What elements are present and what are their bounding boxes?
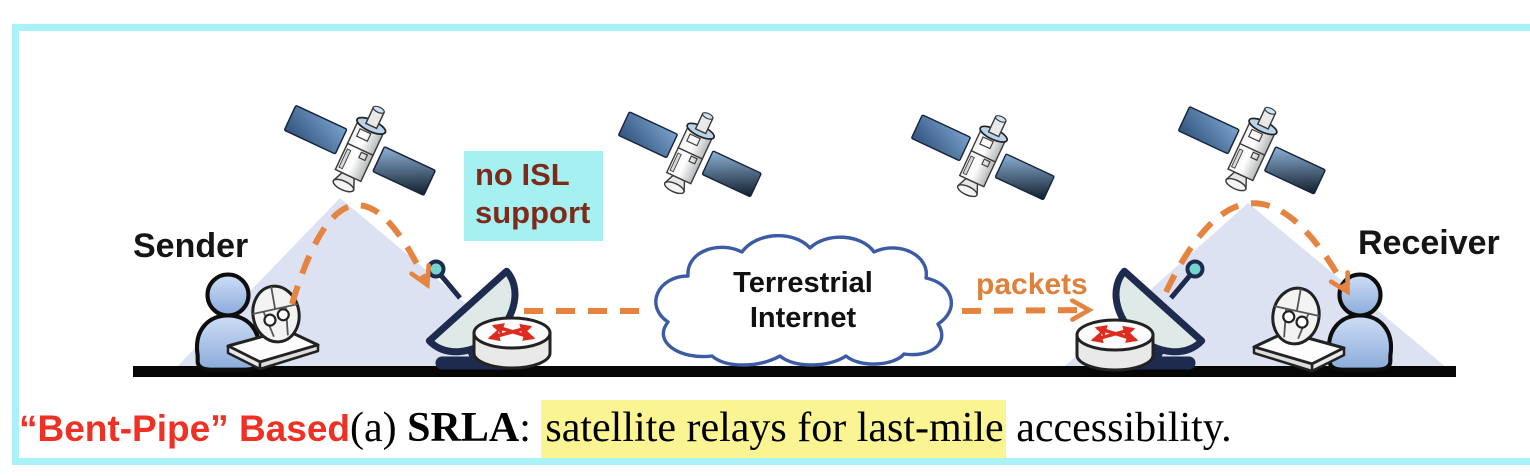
internet-cloud (654, 234, 954, 367)
figure-caption: “Bent-Pipe” Based(a) SRLA: satellite rel… (19, 400, 1232, 460)
no-isl-callout: no ISL support (464, 151, 604, 241)
uplink-downlink-arrow-right (1163, 200, 1346, 292)
caption-tail: accessibility. (1005, 405, 1232, 451)
sender-label: Sender (133, 227, 249, 265)
caption-separator: : (519, 405, 542, 451)
router-icon (1077, 320, 1153, 370)
router-icon (474, 318, 550, 368)
satellite-icon (898, 85, 1069, 227)
caption-bent-pipe-tag: “Bent-Pipe” Based (19, 408, 351, 449)
packets-arrow (961, 310, 1086, 311)
satellite-icon (1165, 75, 1341, 222)
satellite-icon (605, 82, 776, 224)
receiver-label: Receiver (1358, 224, 1500, 262)
uplink-downlink-arrow-left (289, 202, 426, 305)
satellite-icon (270, 73, 451, 223)
ground-line (133, 366, 1456, 377)
caption-highlighted-phrase: satellite relays for last-mile (541, 400, 1006, 460)
caption-index: (a) (350, 405, 408, 451)
packets-label: packets (976, 268, 1088, 301)
caption-acronym: SRLA (407, 405, 520, 451)
terrestrial-internet-label: Terrestrial Internet (733, 267, 873, 334)
